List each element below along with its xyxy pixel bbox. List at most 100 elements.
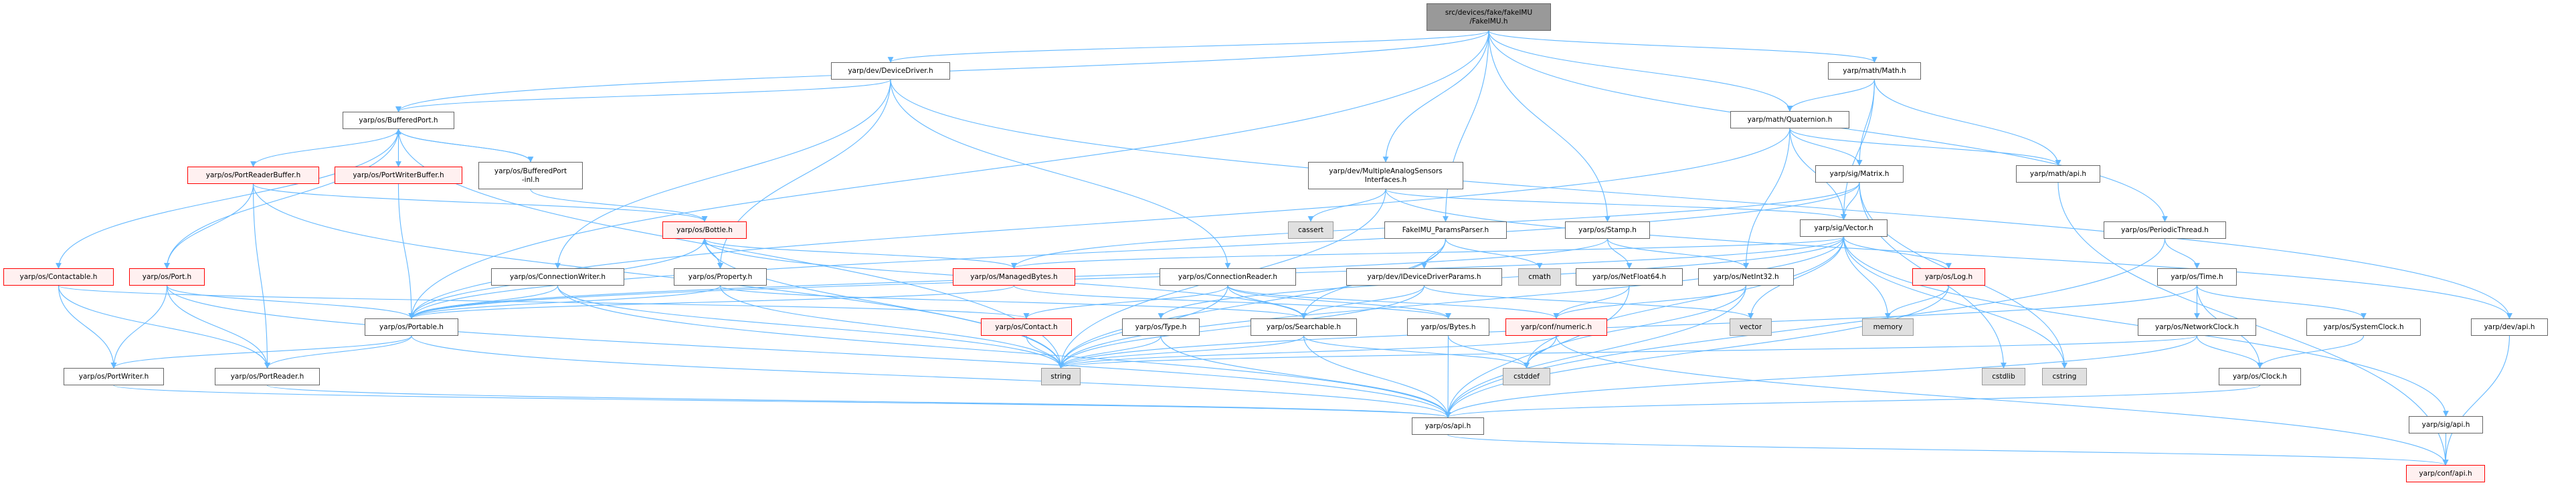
node-fakeimu-params-parser[interactable]: FakeIMU_ParamsParser.h: [1384, 221, 1507, 239]
edge-numeric-to-cstddef: [1524, 335, 1557, 369]
edge-PortWriter-to-OsApi: [113, 385, 1451, 418]
node-net-int32[interactable]: yarp/os/NetInt32.h: [1698, 268, 1794, 286]
edge-Port-to-PortReader: [166, 285, 270, 369]
edge-numeric-to-string: [1058, 335, 1557, 369]
node-vector[interactable]: yarp/sig/Vector.h: [1800, 219, 1888, 237]
node-port-reader[interactable]: yarp/os/PortReader.h: [215, 368, 320, 385]
node-cstdlib: cstdlib: [1982, 368, 2025, 385]
node-cassert: cassert: [1288, 221, 1333, 239]
edge-ParamsParser-to-cmath: [1445, 238, 1543, 269]
edge-Property-to-Searchable: [719, 285, 1307, 319]
edge-Matrix-to-Portable: [408, 182, 1860, 319]
node-periodic-thread[interactable]: yarp/os/PeriodicThread.h: [2104, 221, 2226, 239]
node-string: string: [1041, 368, 1081, 385]
node-connection-reader[interactable]: yarp/os/ConnectionReader.h: [1160, 268, 1296, 286]
edge-MAS-to-cassert: [1307, 189, 1386, 222]
node-connection-writer[interactable]: yarp/os/ConnectionWriter.h: [491, 268, 624, 286]
node-managed-bytes[interactable]: yarp/os/ManagedBytes.h: [953, 268, 1075, 286]
edge-Bytes-to-cstddef: [1447, 335, 1530, 369]
node-clock[interactable]: yarp/os/Clock.h: [2219, 368, 2301, 385]
edge-NetInt32-to-OsApi: [1445, 285, 1747, 418]
edge-OsApi-to-ConfApi: [1447, 434, 2448, 466]
node-quaternion[interactable]: yarp/math/Quaternion.h: [1730, 111, 1849, 128]
node-idevice-driver-params[interactable]: yarp/dev/IDeviceDriverParams.h: [1346, 268, 1502, 286]
edge-root-to-Stamp: [1488, 30, 1611, 222]
edge-Stamp-to-NetInt32: [1606, 238, 1749, 269]
edge-Portable-to-PortReader: [264, 335, 412, 369]
edge-MathH-to-Matrix: [1856, 79, 1875, 166]
edge-Log-to-OsApi: [1445, 285, 1950, 418]
edge-Bottle-to-ManagedBytes: [704, 238, 1017, 269]
edge-IDDP-to-string: [1058, 285, 1425, 369]
edge-SystemClock-to-Clock: [2257, 335, 2365, 369]
edge-DeviceDriver-to-Property: [717, 79, 891, 269]
node-os-api[interactable]: yarp/os/api.h: [1412, 417, 1484, 435]
node-contactable[interactable]: yarp/os/Contactable.h: [3, 268, 114, 286]
edge-PeriodicThread-to-Time: [2164, 238, 2200, 269]
node-buffered-port-inl[interactable]: yarp/os/BufferedPort -inl.h: [478, 162, 583, 189]
node-system-clock[interactable]: yarp/os/SystemClock.h: [2306, 318, 2421, 336]
edge-NetFloat64-to-OsApi: [1445, 285, 1630, 418]
node-cmath: cmath: [1518, 268, 1561, 286]
edge-Quaternion-to-MathApi: [1789, 128, 2061, 166]
edge-DeviceDriver-to-ConnectionWriter: [555, 79, 891, 269]
edge-Vector-to-cstddef: [1524, 236, 1845, 369]
node-sig-api[interactable]: yarp/sig/api.h: [2409, 416, 2483, 433]
edge-Type-to-string: [1058, 335, 1162, 369]
node-bottle[interactable]: yarp/os/Bottle.h: [662, 221, 747, 239]
edge-BufferedPortInl-to-BufferedPort: [395, 128, 531, 163]
node-network-clock[interactable]: yarp/os/NetworkClock.h: [2138, 318, 2256, 336]
edge-PortWriterBuffer-to-Portable: [397, 183, 415, 319]
edge-Bytes-to-OsApi: [1445, 335, 1451, 418]
node-conf-numeric[interactable]: yarp/conf/numeric.h: [1505, 318, 1607, 336]
edge-Type-to-OsApi: [1160, 335, 1451, 418]
edge-Portable-to-PortWriter: [110, 335, 412, 369]
edge-root-to-MathH: [1488, 30, 1877, 63]
edge-Portable-to-OsApi: [411, 335, 1451, 418]
edge-Searchable-to-OsApi: [1303, 335, 1451, 418]
edge-ParamsParser-to-string: [1058, 238, 1447, 369]
node-device-driver[interactable]: yarp/dev/DeviceDriver.h: [831, 62, 950, 80]
edge-BufferedPort-to-Port: [164, 128, 399, 269]
edge-DeviceDriver-to-ConnectionReader: [890, 79, 1231, 269]
edge-Contact-to-string: [1026, 335, 1064, 369]
edge-NetFloat64-to-numeric: [1553, 285, 1630, 319]
node-bytes[interactable]: yarp/os/Bytes.h: [1407, 318, 1489, 336]
node-property[interactable]: yarp/os/Property.h: [674, 268, 767, 286]
edge-Time-to-SystemClock: [2196, 285, 2367, 319]
edge-root-to-DeviceDriver: [887, 30, 1489, 63]
edge-Vector-to-string: [1058, 236, 1845, 369]
node-contact[interactable]: yarp/os/Contact.h: [981, 318, 1072, 336]
node-net-float64[interactable]: yarp/os/NetFloat64.h: [1576, 268, 1683, 286]
node-buffered-port[interactable]: yarp/os/BufferedPort.h: [343, 112, 454, 129]
edge-Contactable-to-Contact: [58, 285, 1029, 319]
edge-Time-to-string: [1058, 285, 2198, 369]
edge-root-to-Quaternion: [1488, 30, 1793, 112]
node-math[interactable]: yarp/math/Math.h: [1828, 62, 1921, 80]
edge-Searchable-to-string: [1058, 335, 1305, 369]
node-multiple-analog-sensors-interfaces[interactable]: yarp/dev/MultipleAnalogSensors Interface…: [1308, 162, 1463, 189]
node-searchable[interactable]: yarp/os/Searchable.h: [1251, 318, 1357, 336]
edge-Quaternion-to-Matrix: [1789, 128, 1863, 166]
edge-PortReader-to-OsApi: [266, 385, 1451, 418]
node-port-reader-buffer[interactable]: yarp/os/PortReaderBuffer.h: [187, 167, 319, 184]
node-portable[interactable]: yarp/os/Portable.h: [365, 318, 458, 336]
edge-Property-to-Bottle: [701, 238, 721, 269]
edge-PortReaderBuffer-to-Bottle: [252, 183, 708, 222]
node-port[interactable]: yarp/os/Port.h: [129, 268, 205, 286]
edge-numeric-to-ConfApi: [1556, 335, 2449, 466]
node-type[interactable]: yarp/os/Type.h: [1122, 318, 1200, 336]
node-port-writer[interactable]: yarp/os/PortWriter.h: [64, 368, 164, 385]
node-matrix[interactable]: yarp/sig/Matrix.h: [1815, 165, 1904, 183]
node-port-writer-buffer[interactable]: yarp/os/PortWriterBuffer.h: [335, 167, 462, 184]
node-stamp[interactable]: yarp/os/Stamp.h: [1565, 221, 1650, 239]
node-math-api[interactable]: yarp/math/api.h: [2016, 165, 2100, 183]
node-dev-api[interactable]: yarp/dev/api.h: [2471, 318, 2548, 336]
node-time[interactable]: yarp/os/Time.h: [2157, 268, 2237, 286]
edge-ConnectionWriter-to-OsApi: [557, 285, 1451, 418]
node-conf-api[interactable]: yarp/conf/api.h: [2406, 465, 2485, 482]
node-log[interactable]: yarp/os/Log.h: [1912, 268, 1985, 286]
edge-PortReaderBuffer-to-PortReader: [252, 183, 270, 369]
